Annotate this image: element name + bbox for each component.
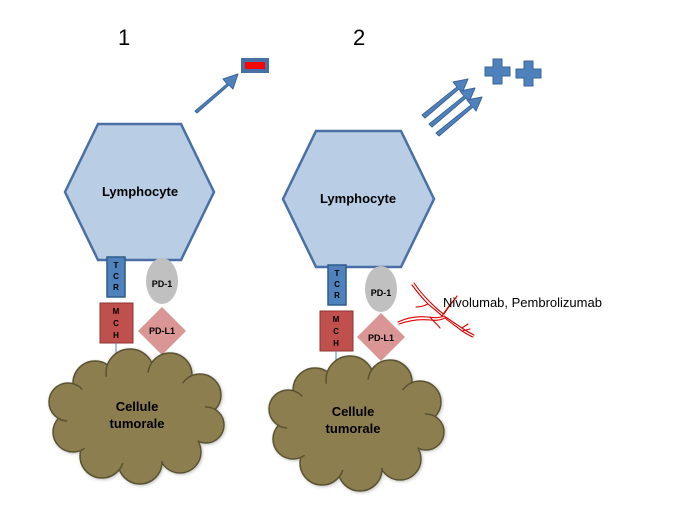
- tumor-cell-cloud: [268, 355, 445, 492]
- tcr-letter-c: C: [113, 272, 119, 281]
- pd1-label: PD-1: [152, 279, 173, 289]
- pd1-receptor: [146, 258, 178, 304]
- panel-2: 2 Lymphocyte T C R M C H PD-1: [268, 25, 602, 492]
- lymphocyte-hexagon: [63, 122, 216, 262]
- pdl1-ligand: [357, 313, 405, 361]
- pdl1-label: PD-L1: [368, 333, 394, 343]
- minus-icon: [241, 58, 269, 73]
- mch-letter-m: M: [333, 315, 340, 324]
- pd1-label: PD-1: [371, 288, 392, 298]
- inhibition-arrow-icon: [194, 73, 239, 114]
- mch-molecule: [319, 310, 354, 352]
- tcr-receptor: [106, 256, 126, 298]
- tumor-cell-label-line1: Cellule: [116, 399, 159, 414]
- panel-1: 1 Lymphocyte T C R M C H PD-1 PD-L1: [48, 25, 269, 485]
- tumor-cell-cloud: [48, 348, 225, 485]
- mch-letter-m: M: [113, 307, 120, 316]
- tcr-letter-r: R: [334, 291, 340, 300]
- pdl1-label: PD-L1: [149, 326, 175, 336]
- plus-icon-2: [515, 60, 542, 87]
- tumor-cell-label-line1: Cellule: [332, 404, 375, 419]
- mch-molecule: [99, 302, 134, 344]
- drug-label: Nivolumab, Pembrolizumab: [443, 295, 602, 310]
- tcr-letter-c: C: [334, 280, 340, 289]
- lymphocyte-label: Lymphocyte: [320, 191, 396, 206]
- pd1-receptor: [365, 266, 397, 312]
- tumor-cell-label-line2: tumorale: [110, 416, 165, 431]
- lymphocyte-hexagon: [281, 129, 436, 269]
- mch-letter-c: C: [113, 319, 119, 328]
- tcr-letter-t: T: [114, 261, 119, 270]
- activation-arrows-icon: [421, 78, 483, 137]
- antibody-drug-icon: [397, 282, 475, 338]
- tcr-letter-t: T: [335, 269, 340, 278]
- mch-letter-h: H: [113, 331, 119, 340]
- lymphocyte-label: Lymphocyte: [102, 184, 178, 199]
- plus-icon-1: [484, 58, 511, 85]
- tcr-letter-r: R: [113, 283, 119, 292]
- panel-2-number: 2: [353, 25, 365, 50]
- panel-1-number: 1: [118, 25, 130, 50]
- tumor-cell-label-line2: tumorale: [326, 421, 381, 436]
- tcr-receptor: [327, 264, 347, 306]
- pdl1-ligand: [138, 307, 186, 355]
- mch-letter-h: H: [333, 339, 339, 348]
- mch-letter-c: C: [333, 327, 339, 336]
